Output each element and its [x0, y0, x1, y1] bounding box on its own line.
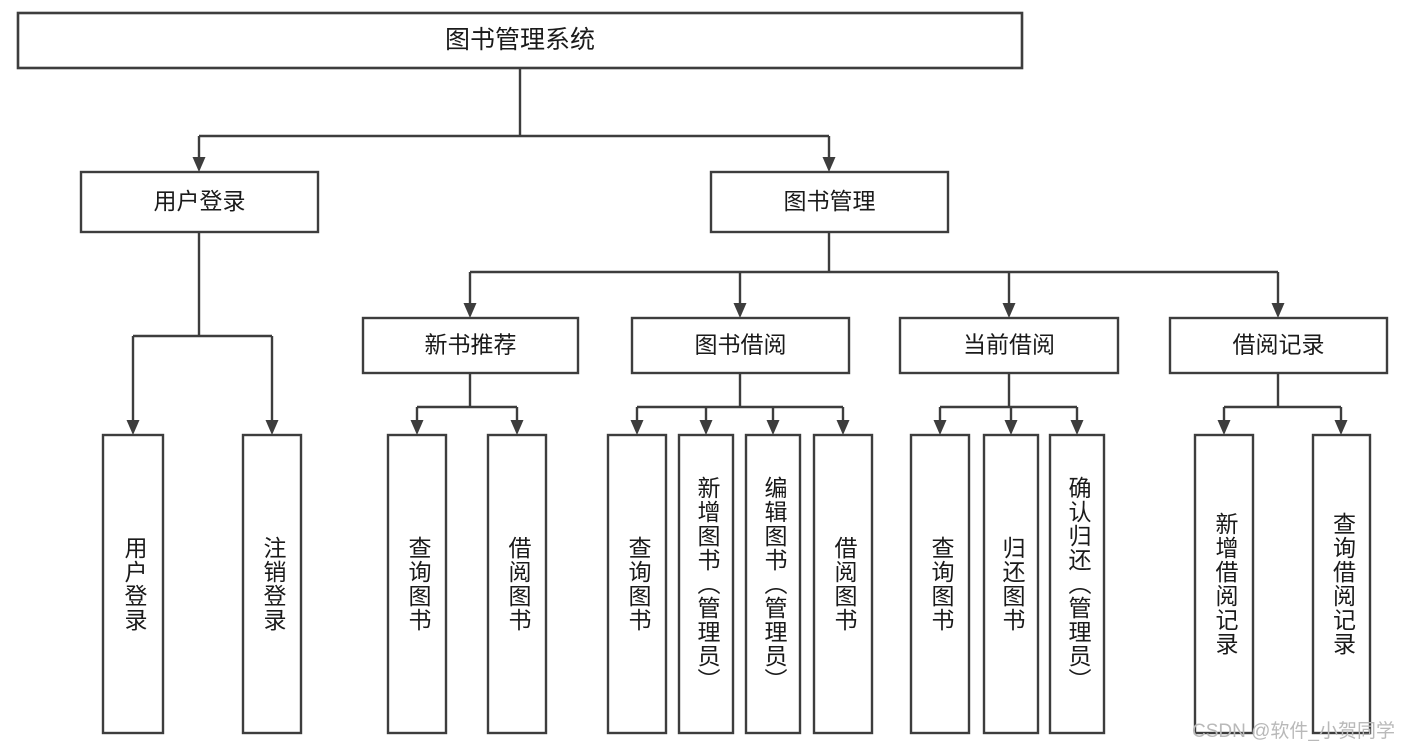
- node-leaf-query-record[interactable]: [1311, 433, 1372, 735]
- node-root-图书管理系统[interactable]: [16, 11, 1024, 70]
- connector-layer: [126, 68, 1348, 435]
- node-user-login[interactable]: [79, 170, 320, 234]
- book-manage-to-level2-3-head: [1271, 303, 1285, 318]
- node-borrow-record[interactable]: [1168, 316, 1389, 375]
- level2-0-leaf-1-head: [510, 420, 524, 435]
- node-root-图书管理系统-label: 图书管理系统: [445, 26, 595, 54]
- node-user-login-label: 用户登录: [154, 188, 246, 214]
- node-book-manage[interactable]: [709, 170, 950, 234]
- book-manage-to-level2-1-head: [733, 303, 747, 318]
- level2-2-leaf-1-head: [1004, 420, 1018, 435]
- level2-2-leaf-0-head: [933, 420, 947, 435]
- node-leaf-query-book-2[interactable]: [606, 433, 668, 735]
- node-book-borrow[interactable]: [630, 316, 851, 375]
- level2-0-leaf-0-head: [410, 420, 424, 435]
- node-leaf-return-book[interactable]: [982, 433, 1040, 735]
- node-leaf-user-logout[interactable]: [241, 433, 303, 735]
- node-leaf-add-book[interactable]: [677, 433, 735, 735]
- node-leaf-user-login[interactable]: [101, 433, 165, 735]
- box-layer: [16, 11, 1389, 735]
- level2-1-leaf-0-head: [630, 420, 644, 435]
- node-leaf-borrow-book-2[interactable]: [812, 433, 874, 735]
- node-new-book-rec-label: 新书推荐: [425, 332, 517, 358]
- node-leaf-confirm-return[interactable]: [1048, 433, 1106, 735]
- watermark: CSDN @软件_小贺同学: [1192, 721, 1395, 742]
- node-leaf-query-book-1[interactable]: [386, 433, 448, 735]
- node-borrow-record-label: 借阅记录: [1233, 332, 1325, 358]
- node-current-borrow[interactable]: [898, 316, 1120, 375]
- book-manage-to-level2-0-head: [463, 303, 477, 318]
- node-current-borrow-label: 当前借阅: [963, 332, 1055, 358]
- node-leaf-edit-book[interactable]: [744, 433, 802, 735]
- user-login-leaf-1-head: [265, 420, 279, 435]
- node-new-book-rec[interactable]: [361, 316, 580, 375]
- root-to-level1-0-head: [192, 157, 206, 172]
- level2-2-leaf-2-head: [1070, 420, 1084, 435]
- level2-1-leaf-3-head: [836, 420, 850, 435]
- node-leaf-add-record[interactable]: [1193, 433, 1255, 735]
- level2-3-leaf-1-head: [1334, 420, 1348, 435]
- node-leaf-query-book-3[interactable]: [909, 433, 971, 735]
- level2-1-leaf-2-head: [766, 420, 780, 435]
- root-to-level1-1-head: [822, 157, 836, 172]
- user-login-leaf-0-head: [126, 420, 140, 435]
- node-book-manage-label: 图书管理: [784, 188, 876, 214]
- node-book-borrow-label: 图书借阅: [695, 332, 787, 358]
- node-leaf-borrow-book-1[interactable]: [486, 433, 548, 735]
- level2-1-leaf-1-head: [699, 420, 713, 435]
- book-manage-to-level2-2-head: [1002, 303, 1016, 318]
- level2-3-leaf-0-head: [1217, 420, 1231, 435]
